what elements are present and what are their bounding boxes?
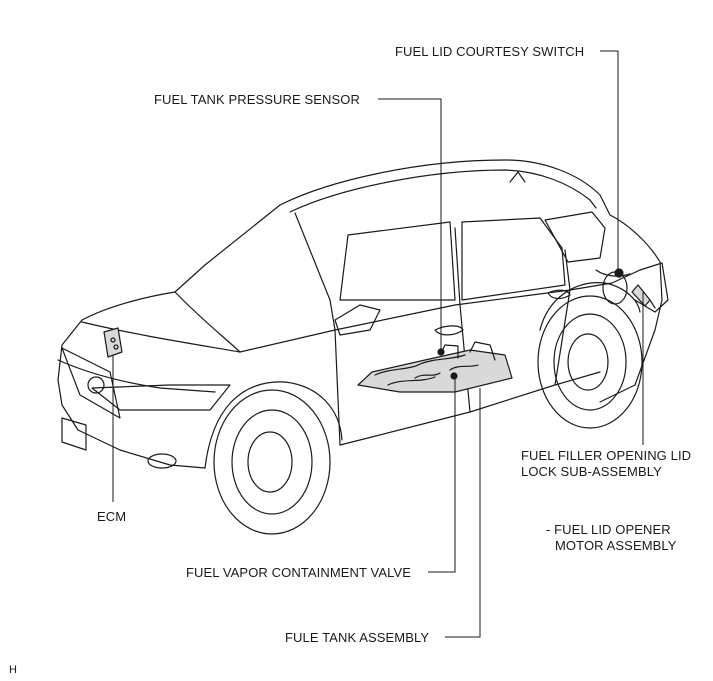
leader-line-courtesy-switch [600, 50, 619, 270]
label-fuel-filler-lock-line2: LOCK SUB-ASSEMBLY [521, 464, 662, 479]
label-fuel-filler-lock-line1: FUEL FILLER OPENING LID [521, 448, 692, 463]
ecm-component [103, 327, 123, 358]
fuel-tank-assembly-component [357, 341, 513, 393]
label-fuel-filler-opening-lid-lock: FUEL FILLER OPENING LID LOCK SUB-ASSEMBL… [521, 448, 691, 480]
label-fule-tank-assembly: FULE TANK ASSEMBLY [285, 630, 430, 645]
label-fuel-lid-courtesy-switch: FUEL LID COURTESY SWITCH [395, 44, 585, 59]
leader-line-pressure-sensor [378, 98, 442, 350]
label-fuel-lid-opener-motor: - FUEL LID OPENER MOTOR ASSEMBLY [546, 522, 677, 554]
front-wheel [204, 381, 343, 535]
fuel-lid-switch-component [614, 268, 656, 309]
vapor-valve-component [450, 372, 458, 380]
leader-line-vapor-valve [428, 378, 456, 573]
label-fuel-lid-opener-line2: MOTOR ASSEMBLY [555, 538, 677, 553]
rear-wheel [537, 282, 643, 429]
label-fuel-tank-pressure-sensor: FUEL TANK PRESSURE SENSOR [154, 92, 360, 107]
label-ecm: ECM [97, 509, 127, 524]
figure-code: H [9, 664, 18, 676]
leader-line-fuel-tank [445, 388, 481, 638]
label-fuel-vapor-containment-valve: FUEL VAPOR CONTAINMENT VALVE [186, 565, 412, 580]
vehicle-body [57, 159, 669, 469]
label-fuel-lid-opener-line1: - FUEL LID OPENER [546, 522, 671, 537]
